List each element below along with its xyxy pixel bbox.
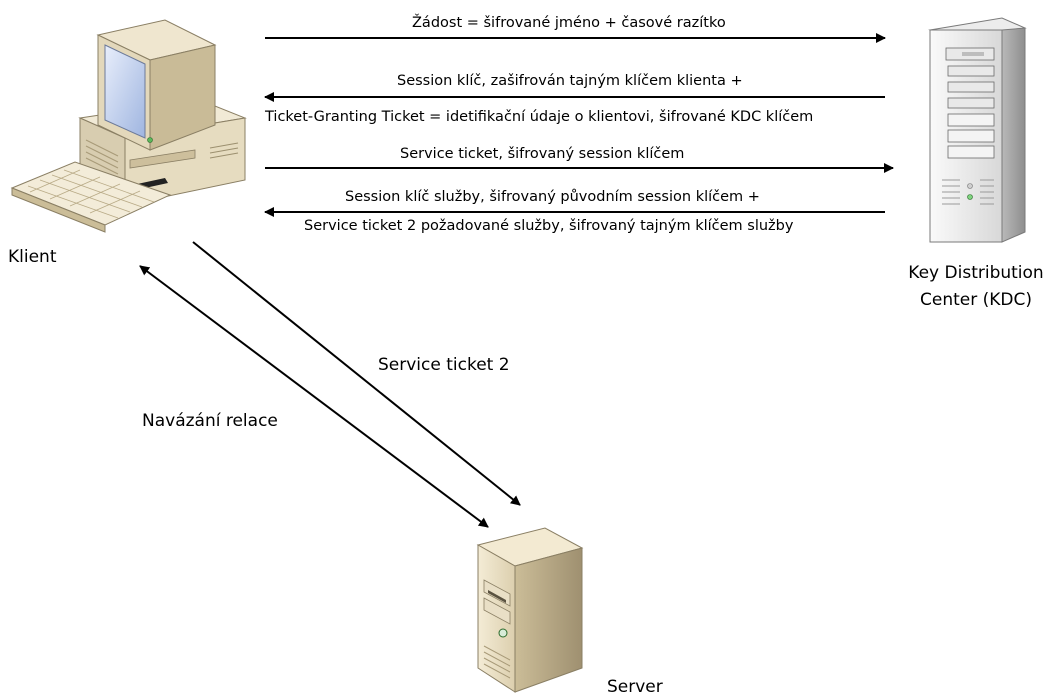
message-1-label: Žádost = šifrované jméno + časové razítk… (412, 15, 726, 31)
kdc-label-line2: Center (KDC) (920, 290, 1032, 310)
message-2-line1-label: Session klíč, zašifrován tajným klíčem k… (397, 73, 743, 89)
message-4-line1-label: Session klíč služby, šifrovaný původním … (345, 189, 760, 205)
kdc-label-line1: Key Distribution (908, 263, 1044, 283)
kdc-server-icon (928, 17, 1027, 243)
message-3-label: Service ticket, šifrovaný session klíčem (400, 146, 685, 162)
application-server-icon (476, 527, 584, 693)
server-label: Server (607, 677, 663, 697)
arrow-m6 (139, 265, 489, 528)
message-2-line2-label: Ticket-Granting Ticket = idetifikační úd… (265, 109, 814, 125)
client-computer-icon (10, 19, 247, 233)
message-4-line2-label: Service ticket 2 požadované služby, šifr… (304, 218, 794, 234)
arrows (139, 33, 894, 528)
message-5-label: Service ticket 2 (378, 355, 510, 375)
message-6-label: Navázání relace (142, 411, 278, 431)
client-label: Klient (8, 247, 57, 267)
